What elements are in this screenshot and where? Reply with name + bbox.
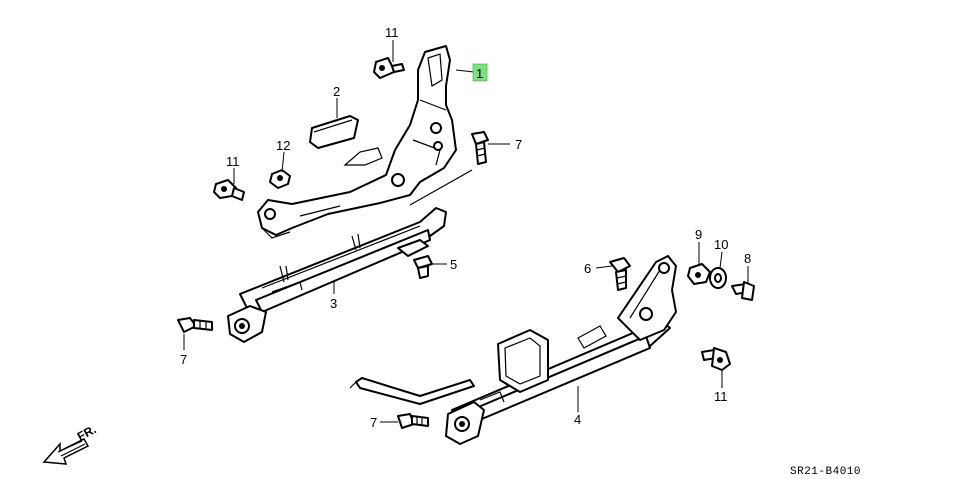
part-10-washer[interactable] xyxy=(709,267,727,289)
callout-1-highlight xyxy=(472,63,488,82)
part-2-cover[interactable] xyxy=(309,115,359,149)
part-11-bolt-top[interactable] xyxy=(373,57,405,79)
direction-label: FR. xyxy=(75,422,99,443)
callout-4[interactable]: 4 xyxy=(574,412,581,427)
part-12-nut[interactable] xyxy=(269,169,291,189)
callout-8[interactable]: 8 xyxy=(744,251,751,266)
callout-7-left[interactable]: 7 xyxy=(180,352,187,367)
part-4-outer-rail[interactable] xyxy=(349,255,677,445)
callout-7-top[interactable]: 7 xyxy=(515,137,522,152)
callout-11-left[interactable]: 11 xyxy=(226,154,240,169)
callout-6[interactable]: 6 xyxy=(584,261,591,276)
leader-lines xyxy=(183,40,749,423)
part-7-bolt-top[interactable] xyxy=(471,131,489,165)
callout-12[interactable]: 12 xyxy=(276,138,290,153)
part-1-recliner-bracket[interactable] xyxy=(257,45,457,239)
part-7-bolt-bottom[interactable] xyxy=(397,413,429,429)
part-5-bolt[interactable] xyxy=(413,255,433,279)
callout-11-top[interactable]: 11 xyxy=(385,25,399,40)
callout-11-right[interactable]: 11 xyxy=(714,389,728,404)
part-3-inner-rail[interactable] xyxy=(227,169,473,343)
callout-9[interactable]: 9 xyxy=(695,227,702,242)
diagram-code: SR21-B4010 xyxy=(790,466,861,478)
part-7-bolt-left[interactable] xyxy=(177,317,213,333)
callout-1[interactable]: 1 xyxy=(476,66,483,81)
part-11-bolt-left[interactable] xyxy=(213,179,245,201)
callout-3[interactable]: 3 xyxy=(330,296,337,311)
callout-10[interactable]: 10 xyxy=(714,237,728,252)
callout-5[interactable]: 5 xyxy=(450,257,457,272)
callout-7-bottom[interactable]: 7 xyxy=(370,415,377,430)
part-8-bolt[interactable] xyxy=(731,281,755,301)
part-9-nut[interactable] xyxy=(687,263,711,285)
front-direction-arrow-icon xyxy=(42,438,90,465)
part-6-bolt[interactable] xyxy=(609,257,631,291)
part-11-bolt-right[interactable] xyxy=(701,347,731,371)
callout-2[interactable]: 2 xyxy=(333,84,340,99)
